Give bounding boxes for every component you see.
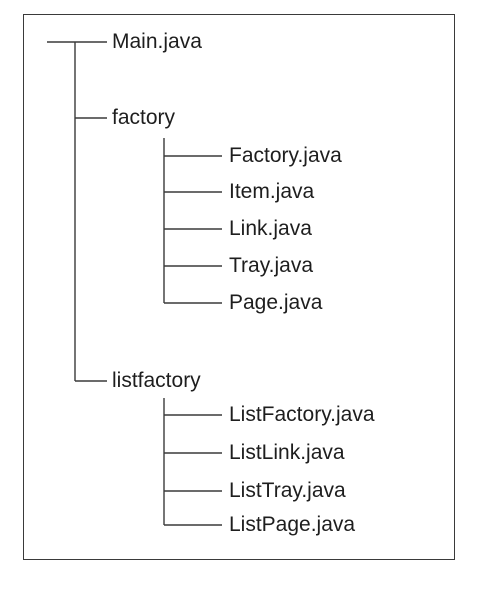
package-factory: factory [112, 106, 176, 129]
package-listfactory: listfactory [112, 369, 201, 392]
file-factory-java: Factory.java [229, 144, 342, 167]
diagram-frame [23, 14, 455, 560]
file-main-java: Main.java [112, 30, 202, 53]
file-link-java: Link.java [229, 217, 312, 240]
file-tray-java: Tray.java [229, 254, 314, 277]
file-listpage-java: ListPage.java [229, 513, 356, 536]
file-listlink-java: ListLink.java [229, 441, 345, 464]
file-listtray-java: ListTray.java [229, 479, 346, 502]
file-item-java: Item.java [229, 180, 315, 203]
file-listfactory-java: ListFactory.java [229, 403, 375, 426]
file-page-java: Page.java [229, 291, 323, 314]
